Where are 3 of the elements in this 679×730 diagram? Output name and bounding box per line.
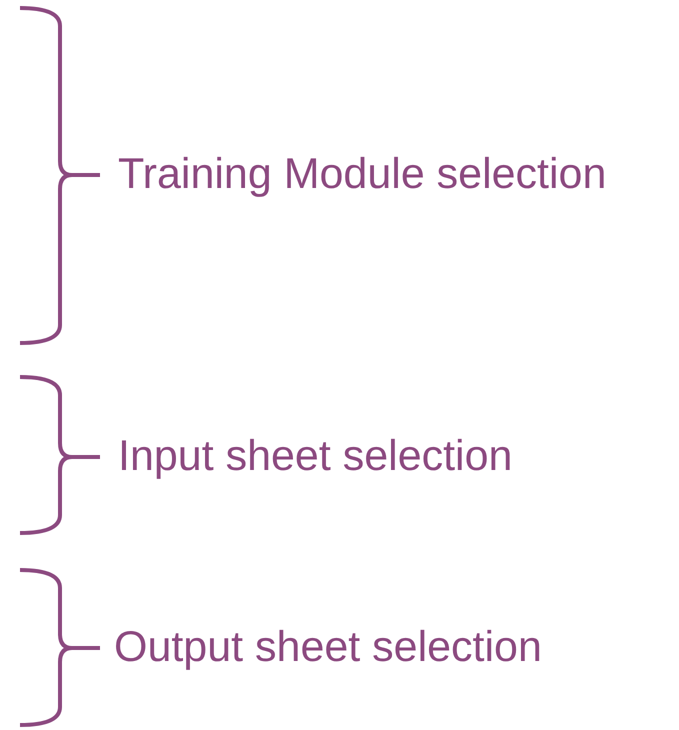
brace-label: Training Module selection: [118, 153, 606, 196]
brace-label: Input sheet selection: [118, 435, 512, 478]
brace-label: Output sheet selection: [114, 626, 542, 669]
